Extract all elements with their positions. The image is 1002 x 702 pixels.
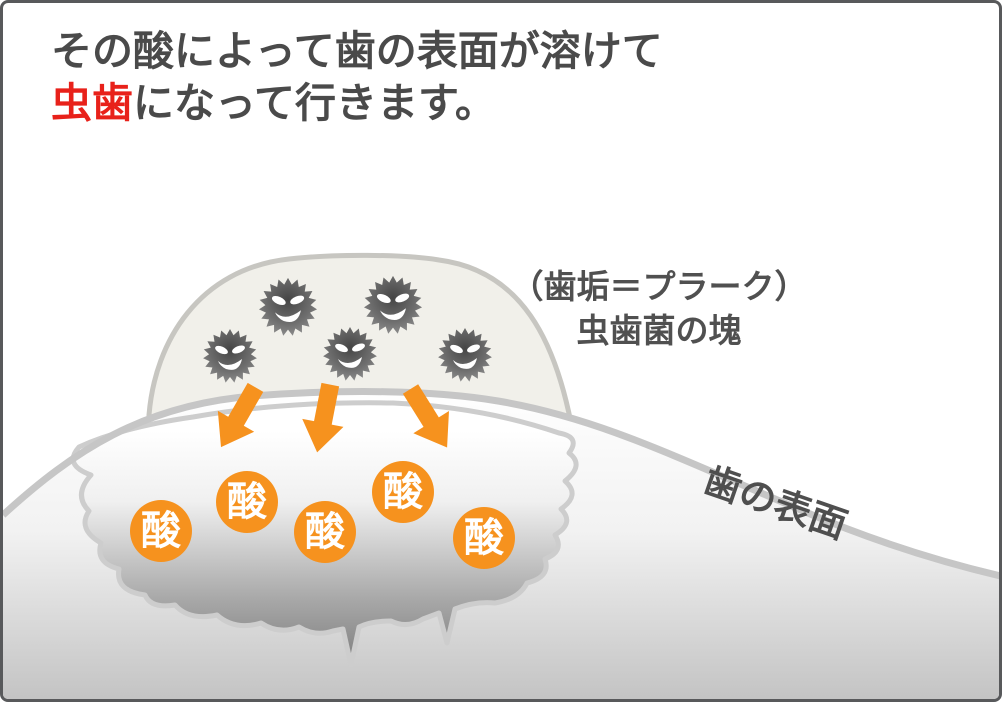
acid-molecule: 酸 xyxy=(130,500,192,562)
acid-molecule: 酸 xyxy=(294,501,356,563)
headline: その酸によって歯の表面が溶けて 虫歯になって行きます。 xyxy=(51,25,663,129)
plaque-label-line2: 虫歯菌の塊 xyxy=(576,312,742,349)
headline-line1: その酸によって歯の表面が溶けて xyxy=(51,28,663,74)
headline-line2: 虫歯になって行きます。 xyxy=(51,80,496,126)
plaque-label-line1: （歯垢＝プラーク） xyxy=(510,268,808,305)
tooth-surface-outline xyxy=(3,388,999,580)
plaque-label: （歯垢＝プラーク） 虫歯菌の塊 xyxy=(501,265,817,353)
headline-highlight: 虫歯 xyxy=(51,80,133,126)
acid-molecule: 酸 xyxy=(453,507,515,569)
acid-molecule: 酸 xyxy=(372,461,434,523)
acid-molecule: 酸 xyxy=(216,471,278,533)
